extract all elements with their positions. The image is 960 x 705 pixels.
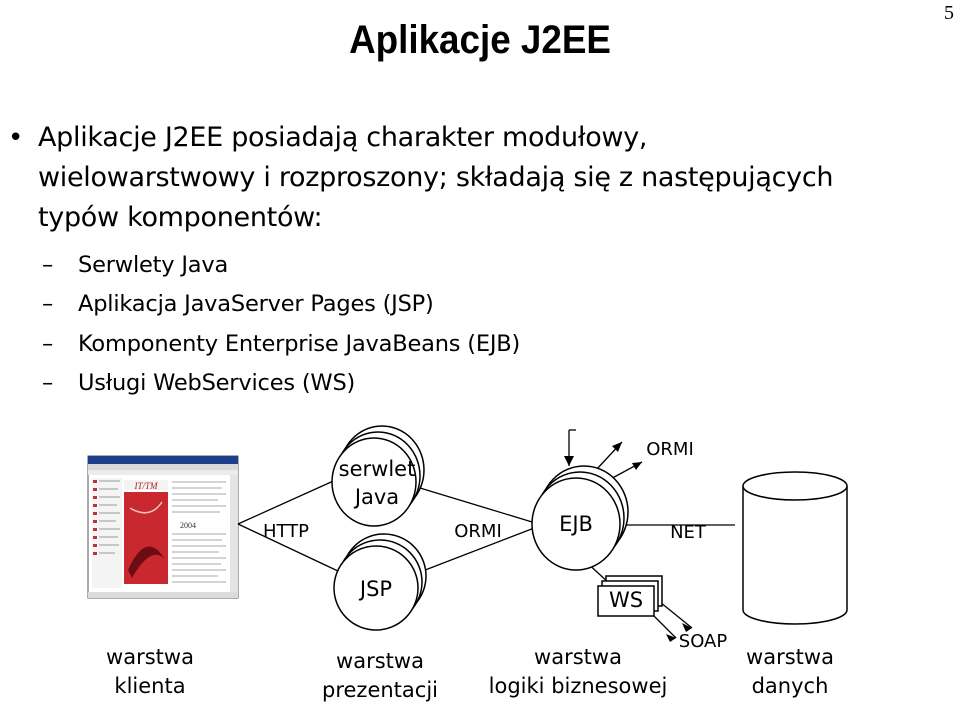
tier-data-line1: warstwa bbox=[746, 645, 834, 669]
browser-logo-text: IT/TM bbox=[133, 481, 158, 491]
ejb-label: EJB bbox=[559, 512, 593, 536]
jsp-label: JSP bbox=[358, 577, 392, 601]
bullet-dot: • bbox=[8, 123, 24, 153]
ormi-left-label: ORMI bbox=[454, 521, 502, 542]
browser-window-icon: IT/TM 2004 bbox=[87, 455, 239, 599]
tier-presentation-line2: prezentacji bbox=[322, 678, 438, 702]
soap-label: SOAP bbox=[679, 631, 728, 652]
tier-client-line2: klienta bbox=[114, 674, 185, 698]
subitem-label: Aplikacja JavaServer Pages (JSP) bbox=[78, 291, 434, 317]
slide-title: Aplikacje J2EE bbox=[349, 18, 611, 62]
browser-year-text: 2004 bbox=[180, 521, 196, 530]
tier-business-line1: warstwa bbox=[534, 645, 622, 669]
database-cylinder-icon bbox=[742, 471, 848, 625]
subitem-ws: –Usługi WebServices (WS) bbox=[42, 368, 355, 398]
dash-marker: – bbox=[42, 370, 54, 396]
dash-marker: – bbox=[42, 291, 54, 317]
architecture-diagram: IT/TM 2004 bbox=[87, 425, 848, 702]
tier-data-line2: danych bbox=[752, 674, 829, 698]
main-bullet-line-2: wielowarstwowy i rozproszony; składają s… bbox=[38, 162, 834, 193]
dash-marker: – bbox=[42, 331, 54, 357]
servlet-node bbox=[331, 425, 425, 527]
main-bullet-text: Aplikacje J2EE posiadają charakter moduł… bbox=[38, 118, 938, 238]
subitem-jsp: –Aplikacja JavaServer Pages (JSP) bbox=[42, 289, 434, 319]
subitem-label: Usługi WebServices (WS) bbox=[78, 370, 356, 396]
ws-label: WS bbox=[609, 588, 643, 612]
link-browser-servlet bbox=[237, 477, 341, 525]
tier-presentation-line1: warstwa bbox=[336, 649, 424, 673]
main-bullet-line-3: typów komponentów: bbox=[38, 202, 323, 233]
connector-arrowheads bbox=[564, 442, 692, 642]
jsp-node bbox=[333, 533, 427, 631]
tier-business-line2: logiki biznesowej bbox=[489, 674, 668, 698]
ejb-node bbox=[531, 465, 629, 571]
http-label: HTTP bbox=[263, 521, 309, 542]
subitem-label: Serwlety Java bbox=[78, 252, 229, 278]
servlet-label-line2: Java bbox=[353, 485, 399, 509]
main-bullet-line-1: Aplikacje J2EE posiadają charakter moduł… bbox=[38, 122, 648, 153]
subitem-servlets: –Serwlety Java bbox=[42, 250, 228, 280]
ws-node bbox=[597, 575, 663, 617]
servlet-label-line1: serwlet bbox=[339, 457, 416, 481]
subitem-ejb: –Komponenty Enterprise JavaBeans (EJB) bbox=[42, 329, 520, 359]
subitem-label: Komponenty Enterprise JavaBeans (EJB) bbox=[78, 331, 521, 357]
link-servlet-ejb bbox=[419, 487, 543, 526]
link-browser-jsp bbox=[237, 523, 341, 573]
net-label: NET bbox=[670, 522, 707, 543]
link-jsp-ejb bbox=[419, 524, 543, 573]
tier-client-line1: warstwa bbox=[106, 645, 194, 669]
page-number: 5 bbox=[944, 2, 954, 24]
ormi-top-label: ORMI bbox=[646, 439, 694, 460]
dash-marker: – bbox=[42, 252, 54, 278]
